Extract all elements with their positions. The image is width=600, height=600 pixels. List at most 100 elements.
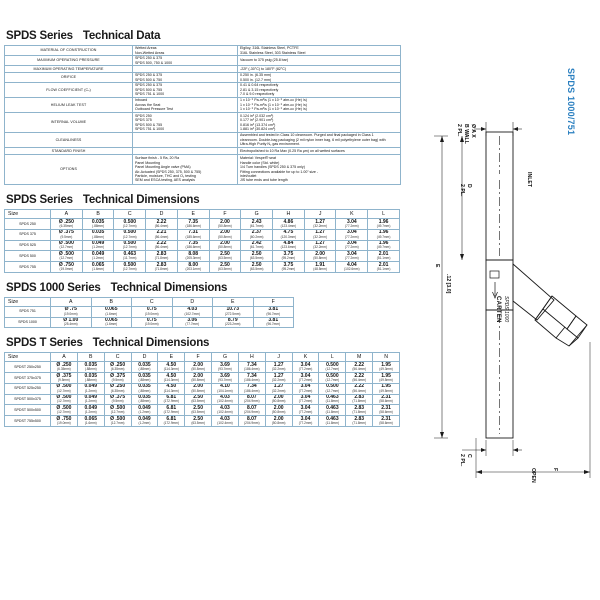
technical-data-value: Vacuum to 375 psig (25.8 bar) xyxy=(237,55,401,66)
dimensions-value-cell: 2.31(58.6mm) xyxy=(372,393,400,406)
dimensions-value-cell: 7.34(186.4mm) xyxy=(237,382,266,395)
dimensions-value-cell: 7.35(186.6mm) xyxy=(176,239,210,252)
dimensions-value-cell: 2.31(58.6mm) xyxy=(372,415,400,427)
dimensions-col-E: E xyxy=(157,352,186,363)
dimension-inches: 1.27 xyxy=(273,383,284,390)
technical-data-value-line: 1 x 10⁻⁹ Pa-m³/s (1 x 10⁻⁹ atm-cc (He) /… xyxy=(240,107,307,112)
dimension-millimeters: (204.9mm) xyxy=(244,399,260,404)
technical-data-value-line: 1/4 Turn handles (SPDS 250 & 375 only) xyxy=(240,165,305,170)
dimensions-value-cell: 1.95(49.3mm) xyxy=(372,361,400,373)
dimensions-col-D: D xyxy=(145,209,178,219)
dimension-inches: 2.43 xyxy=(251,218,262,225)
dimensions-size-cell: SPDS 250 xyxy=(4,218,51,230)
dimension-inches: 0.500 xyxy=(326,372,339,379)
dimension-inches: 4.86 xyxy=(283,218,294,225)
technical-data-subject xyxy=(132,65,238,73)
technical-data-label: OPTIONS xyxy=(4,154,133,185)
technical-data-value-line: Assembled and tested in Class 10 cleanro… xyxy=(240,133,374,138)
dimensions-value-cell: 2.50(63.5mm) xyxy=(208,250,242,262)
technical-data-value-line: Material: Vespel® seat xyxy=(240,156,277,161)
dimension-millimeters: (1.6mm) xyxy=(105,311,118,316)
dimensions-value-cell: 4.03(102.4mm) xyxy=(211,404,239,416)
dimension-millimeters: (49.7mm) xyxy=(376,223,391,228)
dimension-inches: 2.00 xyxy=(273,415,284,422)
dimension-millimeters: (.88mm) xyxy=(92,234,105,239)
dimension-millimeters: (12.7mm) xyxy=(59,245,74,250)
dimensions-value-cell: 0.035(.88mm) xyxy=(130,382,159,395)
dimensions-col-D: D xyxy=(171,296,213,307)
dimensions-value-cell: 3.04(77.2mm) xyxy=(335,239,369,252)
dimensions-value-cell: 7.35(186.6mm) xyxy=(176,218,210,230)
dimension-millimeters: (49.5mm) xyxy=(379,377,393,382)
dimensions-value-cell: Ø .375(9.5mm) xyxy=(103,372,132,384)
dimensions-value-cell: Ø .750(19.0mm) xyxy=(50,415,78,427)
dimension-inches: Ø .750 xyxy=(58,261,74,268)
drawing-svg: Ø A X B WALL 2 PL. D 2 PL. INLET E .12 [… xyxy=(434,122,591,483)
spdst-dimensions-title-main: SPDS T Series xyxy=(6,337,83,350)
dimension-millimeters: (50.8mm) xyxy=(271,410,286,415)
dimension-millimeters: (32.2mm) xyxy=(271,388,286,393)
dimension-inches: 0.049 xyxy=(138,415,151,422)
dimension-millimeters: (51.1mm) xyxy=(376,266,391,271)
dimensions-value-cell: 1.96(49.7mm) xyxy=(367,218,400,230)
dimension-inches: 2.83 xyxy=(156,261,167,268)
dimension-inches: 0.049 xyxy=(91,240,105,246)
dimensions-value-cell: 4.04(102.6mm) xyxy=(335,261,369,273)
dimension-millimeters: (58.6mm) xyxy=(379,399,393,404)
dimension-inches: 1.95 xyxy=(381,361,391,368)
technical-data-value-line: 0.177 in³ (2.901 cm³) xyxy=(240,118,274,123)
dimension-millimeters: (114.3mm) xyxy=(163,367,179,372)
dimensions-value-cell: 0.035(.88mm) xyxy=(81,218,115,230)
dimension-millimeters: (.88mm) xyxy=(138,399,151,404)
dimension-inches: Ø .375 xyxy=(110,394,126,400)
dimension-millimeters: (186.6mm) xyxy=(185,245,201,250)
dimensions-value-cell: 0.75(19.0mm) xyxy=(131,316,173,329)
dimensions-value-cell: 2.00(50.8mm) xyxy=(184,372,213,384)
dimensions-col-L: L xyxy=(318,352,347,363)
dimension-inches: 0.035 xyxy=(91,218,105,225)
dimensions-value-cell: 0.065(1.6mm) xyxy=(90,316,132,329)
dimension-millimeters: (58.6mm) xyxy=(379,410,393,415)
dimensions-value-cell: 8.07(204.9mm) xyxy=(237,415,266,427)
dimensions-value-cell: 3.04(77.2mm) xyxy=(335,228,369,241)
dimension-inches: 4.10 xyxy=(220,383,230,390)
technical-data-subject-line: SPDS 250 & 375 xyxy=(135,56,163,61)
flow-arrow xyxy=(492,282,498,299)
technical-data-value-line: JIS tube ends and tube length xyxy=(240,178,288,183)
dimensions-size-cell: SPDS 755 xyxy=(4,261,51,273)
dimensions-value-cell: Ø 1.00(25.4mm) xyxy=(50,316,92,329)
dimension-inches: 4.50 xyxy=(166,383,177,390)
dimension-inches: 3.04 xyxy=(300,372,311,379)
dimension-millimeters: (186.4mm) xyxy=(244,377,260,382)
dimensions-value-cell: 0.463(11.8mm) xyxy=(318,393,347,406)
dimension-millimeters: (60.2mm) xyxy=(249,234,264,239)
dimension-inches: 0.463 xyxy=(326,404,339,411)
dimension-millimeters: (9.5mm) xyxy=(60,234,73,239)
dimensions-value-cell: 2.22(56.4mm) xyxy=(345,361,374,373)
dimensions-value-cell: 0.500(12.7mm) xyxy=(113,218,147,230)
dimensions-value-cell: 0.500(12.7mm) xyxy=(113,228,147,241)
technical-data-value-line: 1 x 10⁻⁹ Pa-m³/s (1 x 10⁻⁹ atm-cc (He) /… xyxy=(240,102,307,107)
technical-data-label: INTERNAL VOLUME xyxy=(4,112,133,133)
dimension-millimeters: (12.7mm) xyxy=(325,377,340,382)
technical-data-value-line: Fitting connections available for up to … xyxy=(240,169,319,174)
dimension-inches: 4.03 xyxy=(220,394,230,400)
dimension-millimeters: (19.0mm) xyxy=(63,311,78,316)
dimension-millimeters: (50.8mm) xyxy=(271,420,286,425)
dimensions-value-cell: 2.22(56.4mm) xyxy=(145,218,178,230)
technical-data-value: Assembled and tested in Class 10 cleanro… xyxy=(237,132,401,148)
dimension-millimeters: (102.4mm) xyxy=(217,399,233,404)
dimension-inches: Ø .375 xyxy=(110,372,126,379)
dimension-inches: 2.22 xyxy=(354,361,365,368)
